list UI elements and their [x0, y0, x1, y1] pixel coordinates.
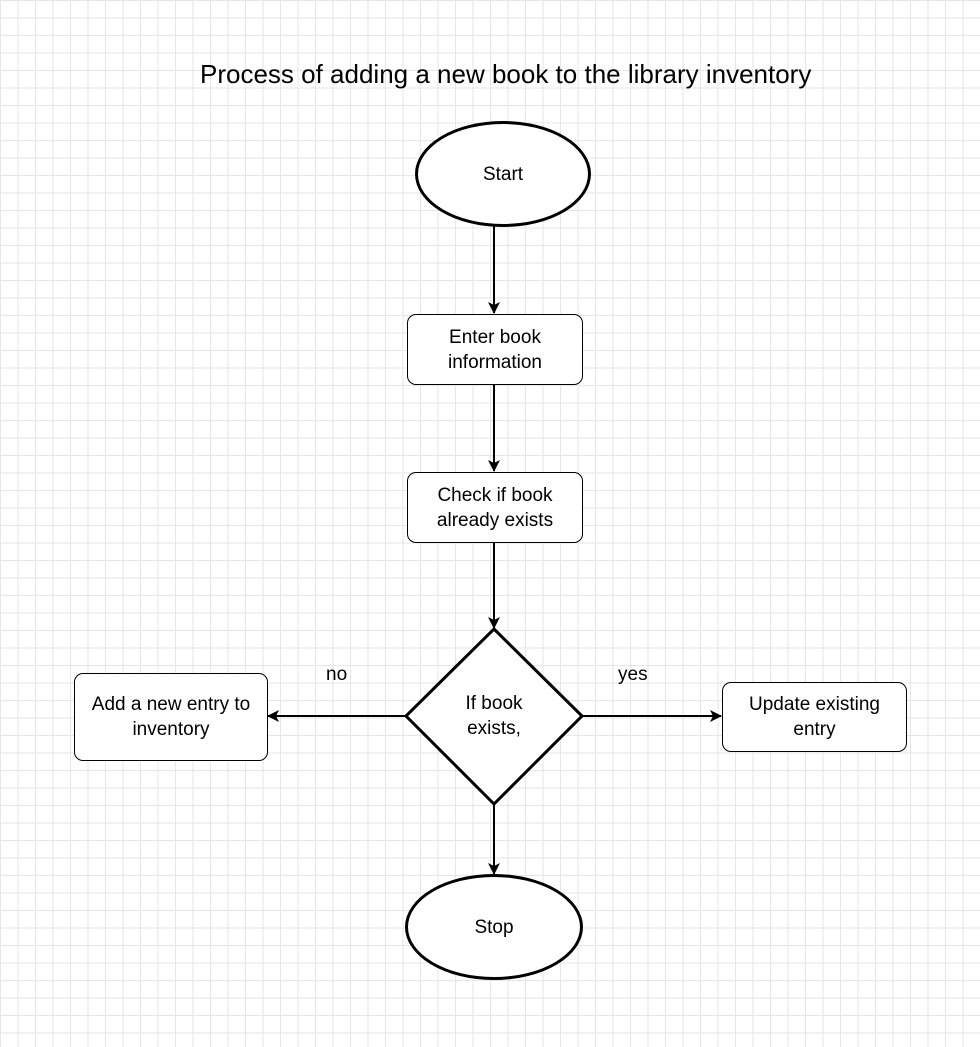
check-exists-label: Check if book already exists: [436, 484, 554, 531]
decision-diamond: [403, 626, 585, 807]
decision-node: If book exists,: [440, 686, 548, 746]
stop-label: Stop: [474, 916, 514, 938]
enter-book-info-node: Enter book information: [407, 314, 583, 385]
edge-label-no: no: [326, 664, 348, 685]
diagram-title: Process of adding a new book to the libr…: [200, 59, 812, 89]
add-new-entry-label: Add a new entry to inventory: [91, 694, 251, 740]
start-label: Start: [482, 163, 524, 185]
check-exists-node: Check if book already exists: [407, 472, 583, 543]
stop-node: Stop: [405, 874, 583, 980]
enter-book-info-label: Enter book information: [448, 326, 542, 373]
edge-label-yes: yes: [618, 664, 648, 685]
start-node: Start: [415, 121, 591, 227]
update-existing-node: Update existing entry: [722, 682, 907, 752]
update-existing-label: Update existing entry: [749, 694, 880, 740]
decision-label: If book exists,: [465, 693, 523, 739]
add-new-entry-node: Add a new entry to inventory: [74, 673, 268, 761]
